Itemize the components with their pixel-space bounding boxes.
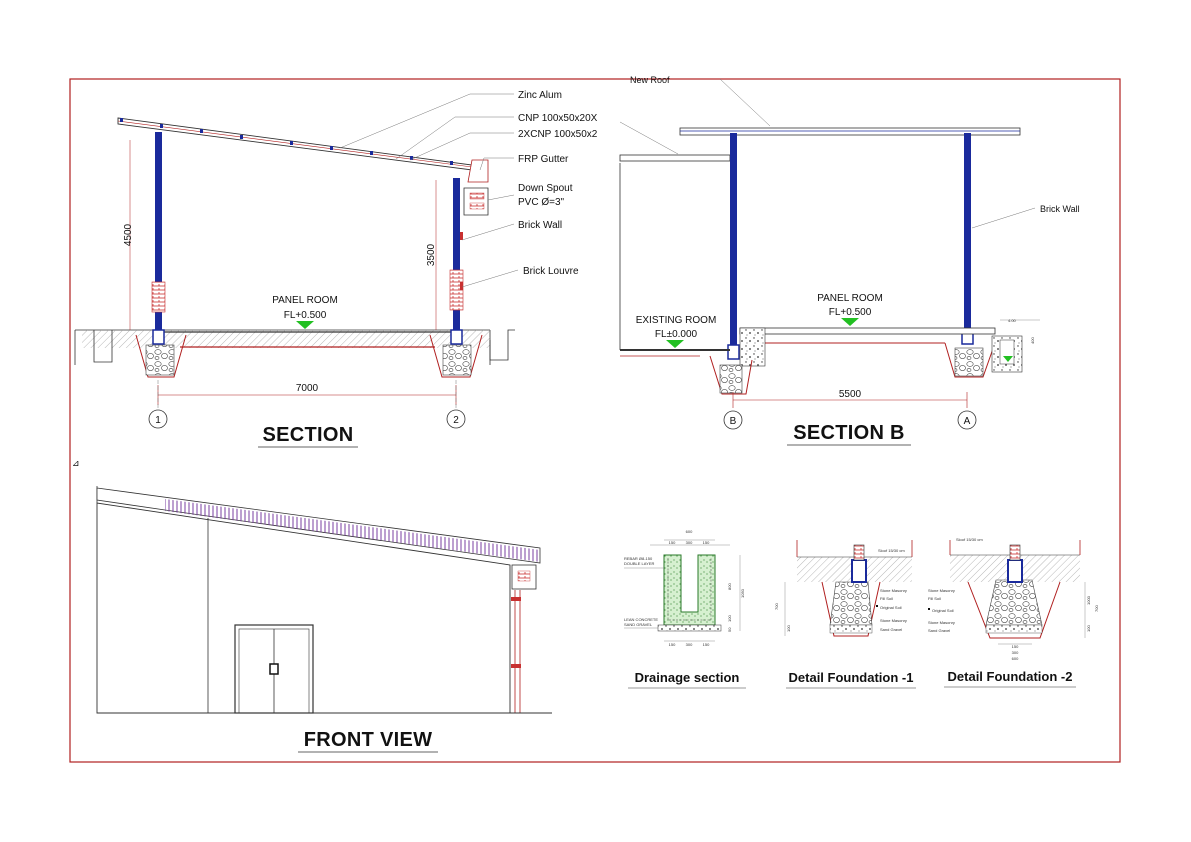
dim-span-b: 5500 bbox=[839, 389, 862, 400]
svg-text:Original Soil: Original Soil bbox=[932, 608, 954, 613]
foundation-1-stone bbox=[829, 581, 873, 626]
foundation-1-sloof bbox=[851, 559, 867, 583]
column-left bbox=[155, 132, 162, 342]
drain-note-sand: SAND GRAVEL bbox=[624, 622, 653, 627]
door-handle bbox=[269, 663, 279, 675]
foundation-1-title: Detail Foundation -1 bbox=[789, 670, 914, 685]
svg-text:Sand Gravel: Sand Gravel bbox=[928, 628, 950, 633]
room-label: PANEL ROOM bbox=[272, 295, 338, 306]
label-cnp2: 2XCNP 100x50x2 bbox=[518, 129, 598, 140]
svg-text:Original Soil: Original Soil bbox=[880, 605, 902, 610]
svg-text:150: 150 bbox=[1012, 644, 1019, 649]
section-drawing: Zinc Alum CNP 100x50x20X 2XCNP 100x50x2 … bbox=[74, 90, 598, 448]
room-label-b: PANEL ROOM bbox=[817, 293, 883, 304]
level-label-b: FL+0.500 bbox=[829, 307, 872, 318]
svg-text:Stone Masonry: Stone Masonry bbox=[928, 588, 955, 593]
foundation-2-stone bbox=[985, 579, 1043, 626]
foundation-2-title: Detail Foundation -2 bbox=[948, 669, 1073, 684]
existing-room-label: EXISTING ROOM bbox=[636, 315, 717, 326]
column-a bbox=[964, 133, 971, 343]
svg-text:150: 150 bbox=[703, 642, 710, 647]
drain-note-layer: DOUBLE LAYER bbox=[624, 561, 654, 566]
svg-text:300: 300 bbox=[686, 642, 693, 647]
label-cnp: CNP 100x50x20X bbox=[518, 113, 598, 124]
svg-text:700: 700 bbox=[1094, 605, 1099, 612]
label-down-spout: Down Spout bbox=[518, 183, 573, 194]
column-right bbox=[453, 178, 460, 342]
svg-text:Fill Soil: Fill Soil bbox=[928, 596, 941, 601]
svg-text:300: 300 bbox=[1012, 650, 1019, 655]
grid-bubble-2 bbox=[446, 409, 466, 429]
foundation-2-sloof bbox=[1007, 559, 1023, 583]
column-b bbox=[730, 133, 737, 353]
grid-bubble-b bbox=[723, 410, 743, 430]
section-b-title: SECTION B bbox=[793, 422, 905, 444]
front-view-drawing: ⊿ FRONT VIEW bbox=[72, 458, 552, 753]
svg-text:800: 800 bbox=[727, 583, 732, 590]
svg-text:150: 150 bbox=[669, 642, 676, 647]
label-zinc-alum: Zinc Alum bbox=[518, 90, 562, 101]
grid-bubble-a bbox=[957, 410, 977, 430]
svg-text:100: 100 bbox=[786, 625, 791, 632]
svg-text:A: A bbox=[964, 416, 971, 427]
footing-right bbox=[442, 344, 472, 376]
svg-text:100: 100 bbox=[727, 615, 732, 622]
svg-text:150: 150 bbox=[703, 540, 710, 545]
svg-text:⊿: ⊿ bbox=[72, 458, 80, 468]
level-marker-b bbox=[841, 318, 859, 326]
svg-text:Sloof 15/30 cm: Sloof 15/30 cm bbox=[878, 548, 905, 553]
drain-note-lean: LEAN CONCRETE bbox=[624, 617, 658, 622]
level-label: FL+0.500 bbox=[284, 310, 327, 321]
front-view-title: FRONT VIEW bbox=[304, 729, 433, 751]
svg-text:Stone Masonry: Stone Masonry bbox=[928, 620, 955, 625]
svg-text:2: 2 bbox=[453, 415, 459, 426]
svg-text:50: 50 bbox=[727, 627, 732, 632]
new-roof bbox=[679, 127, 1021, 136]
svg-text:Sloof 15/30 cm: Sloof 15/30 cm bbox=[956, 537, 983, 542]
label-brick-wall: Brick Wall bbox=[518, 220, 562, 231]
existing-roof bbox=[619, 154, 731, 162]
drainage-title: Drainage section bbox=[635, 670, 740, 685]
footing-left bbox=[145, 344, 175, 376]
svg-text:700: 700 bbox=[774, 603, 779, 610]
label-brick-louvre: Brick Louvre bbox=[523, 266, 579, 277]
drain-channel bbox=[663, 554, 716, 626]
sheet-border bbox=[69, 78, 1121, 763]
small-dim-1: 4.00 bbox=[1008, 318, 1017, 323]
dim-height-left: 4500 bbox=[123, 223, 134, 246]
drain-note-rebar: REBAR Ø8-150 bbox=[624, 556, 653, 561]
svg-text:1050: 1050 bbox=[740, 588, 745, 598]
dim-span: 7000 bbox=[296, 383, 319, 394]
svg-text:Fill Soil: Fill Soil bbox=[880, 596, 893, 601]
drain-dim-top: 600 bbox=[686, 529, 693, 534]
svg-text:Sand Gravel: Sand Gravel bbox=[880, 627, 902, 632]
section-b-drawing: New Roof Brick Wall EXISTING ROOM FL±0.0… bbox=[619, 75, 1080, 446]
label-frp-gutter: FRP Gutter bbox=[518, 154, 569, 165]
svg-text:Stone Masonry: Stone Masonry bbox=[880, 618, 907, 623]
svg-text:150: 150 bbox=[669, 540, 676, 545]
svg-text:Stone Masonry: Stone Masonry bbox=[880, 588, 907, 593]
svg-text:1: 1 bbox=[155, 415, 161, 426]
existing-level-label: FL±0.000 bbox=[655, 329, 698, 340]
label-pvc: PVC Ø=3" bbox=[518, 197, 565, 208]
grid-bubble-1 bbox=[148, 409, 168, 429]
dim-height-right: 3500 bbox=[426, 243, 437, 266]
svg-text:300: 300 bbox=[686, 540, 693, 545]
label-brick-wall-b: Brick Wall bbox=[1040, 204, 1080, 214]
foundation-2-drawing: Sloof 15/30 cm Stone Masonry Fill Soil O… bbox=[928, 537, 1099, 688]
section-title: SECTION bbox=[263, 424, 354, 446]
svg-text:1000: 1000 bbox=[1086, 595, 1091, 605]
label-new-roof: New Roof bbox=[630, 75, 670, 85]
svg-text:B: B bbox=[730, 416, 737, 427]
svg-text:100: 100 bbox=[1086, 625, 1091, 632]
svg-text:600: 600 bbox=[1012, 656, 1019, 661]
foundation-1-drawing: Sloof 15/30 cm Stone Masonry Fill Soil O… bbox=[774, 540, 916, 689]
small-dim-2: 400 bbox=[1030, 337, 1035, 344]
drainage-section-drawing: 600 150 300 150 150 300 150 800 1050 100… bbox=[624, 529, 746, 689]
existing-level-marker bbox=[666, 340, 684, 348]
level-marker bbox=[296, 321, 314, 329]
